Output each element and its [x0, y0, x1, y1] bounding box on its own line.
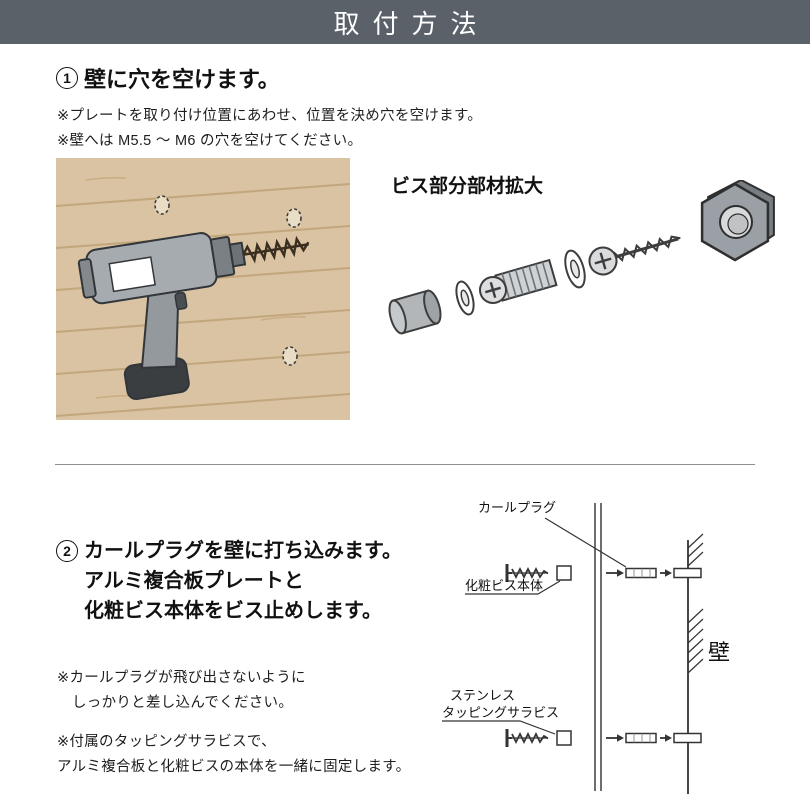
cap-icon [388, 289, 442, 335]
drill-trigger [174, 291, 188, 310]
tapping-screw-icon [612, 235, 681, 263]
curl-plug-leader-line [544, 517, 627, 568]
screw-bit-thread [242, 235, 310, 264]
phillips-head-icon [588, 246, 618, 276]
screw-body-label: 化粧ビス本体 [465, 578, 543, 593]
screw-parts-diagram [383, 178, 787, 375]
wall-hatch-top [687, 533, 704, 567]
tapping-screw-label-line1: ステンレス [450, 688, 515, 703]
phillips-head-icon [479, 276, 507, 304]
drill-label [108, 256, 156, 293]
washer-icon [455, 280, 475, 316]
hex-nut-icon [700, 178, 775, 262]
section-divider [55, 464, 755, 465]
step2-note1-line1: ※カールプラグが飛び出さないように [57, 670, 306, 686]
tapping-screw-label-line2: タッピングサラビス [442, 705, 559, 720]
assembly-row-bottom [505, 727, 703, 749]
step1-note-1: ※プレートを取り付け位置にあわせ、位置を決め穴を空けます。 [57, 108, 483, 124]
plate-lines [594, 503, 602, 791]
step1-title-text: 壁に穴を空けます。 [84, 67, 280, 92]
washer-icon [564, 249, 586, 289]
step1-title: 1 壁に穴を空けます。 [56, 62, 280, 94]
drill-icon [77, 232, 310, 401]
screw-parts-svg [388, 178, 775, 335]
page-title: 取付方法 [333, 8, 490, 39]
assembly-diagram-svg: カールプラグ 化粧ビス本体 ステンレス タッピングサラビス 壁 [442, 500, 730, 794]
curl-plug-label: カールプラグ [478, 500, 556, 515]
assembly-diagram: カールプラグ 化粧ビス本体 ステンレス タッピングサラビス 壁 [420, 488, 795, 806]
drill-collar [228, 241, 247, 268]
wall-hatch-middle [687, 608, 704, 674]
step2-title-line3: 化粧ビス本体をビス止めします。 [84, 600, 382, 622]
step1-number-icon: 1 [56, 67, 78, 89]
step2-note2-line1: ※付属のタッピングサラビスで、 [57, 734, 276, 750]
step1-note-2: ※壁へは M5.5 ～ M6 の穴を空けてください。 [57, 133, 363, 149]
drill-rear-cap [77, 258, 97, 299]
step2-title-line2: アルミ複合板プレートと [84, 570, 304, 592]
wall-line [687, 533, 704, 794]
step2-note1-line2: しっかりと差し込んでください。 [72, 695, 294, 711]
step2-note2-line2: アルミ複合板と化粧ビスの本体を一緒に固定します。 [57, 759, 411, 775]
parts-diagram-title: ビス部分部材拡大 [391, 176, 544, 197]
screw-body-leader-line [465, 580, 561, 595]
step2-title: 2 カールプラグを壁に打ち込みます。 アルミ複合板プレートと 化粧ビス本体をビス… [56, 536, 402, 626]
drill-illustration-svg [55, 158, 351, 420]
tapping-screw-leader-line [442, 720, 556, 735]
step2-number-icon: 2 [56, 540, 78, 562]
header-bar: 取付方法 [0, 0, 810, 44]
step2-title-line1: カールプラグを壁に打ち込みます。 [84, 540, 402, 562]
drill-illustration [55, 158, 351, 420]
wall-label: 壁 [708, 640, 730, 665]
